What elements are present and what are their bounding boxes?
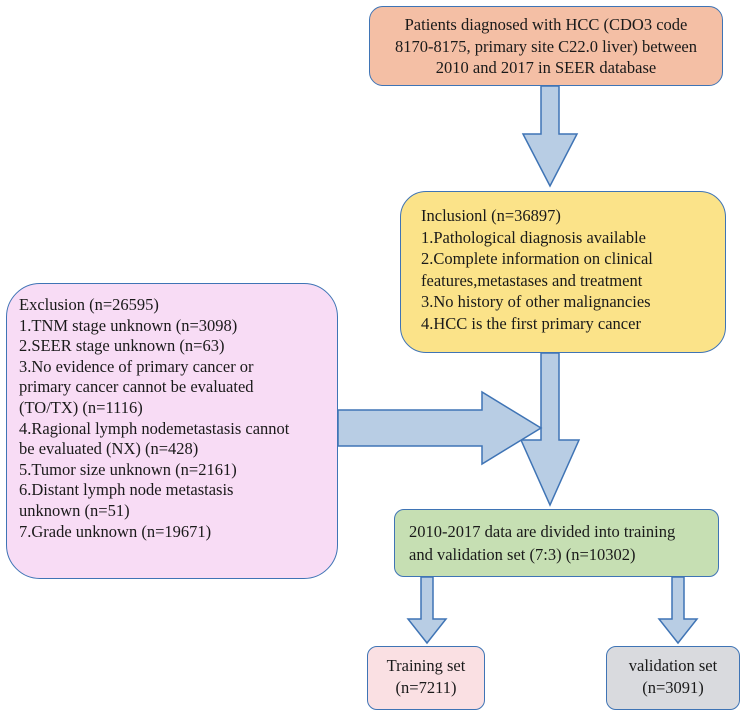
validation-count: (n=3091) [642,678,704,697]
source-line: 2010 and 2017 in SEER database [435,58,657,77]
training-label: Training set [386,656,466,675]
validation-set-box: validation set (n=3091) [606,646,740,710]
arrow-split-to-validation [657,576,699,645]
exclusion-item: (TO/TX) (n=1116) [19,397,143,417]
exclusion-item: primary cancer cannot be evaluated [19,377,254,397]
source-population-box: Patients diagnosed with HCC (CDO3 code 8… [369,6,723,86]
exclusion-item: 4.Ragional lymph nodemetastasis cannot [19,418,290,438]
arrow-inclusion-to-split [519,352,581,507]
exclusion-item: 1.TNM stage unknown (n=3098) [19,315,238,335]
inclusion-item: features,metastases and treatment [421,270,643,290]
arrow-split-to-training [406,576,448,645]
exclusion-item: 3.No evidence of primary cancer or [19,356,254,376]
split-line: 2010-2017 data are divided into training [409,522,676,541]
inclusion-item: 4.HCC is the first primary cancer [421,313,641,333]
split-line: and validation set (7:3) (n=10302) [409,545,636,564]
exclusion-item: 5.Tumor size unknown (n=2161) [19,459,237,479]
exclusion-item: 7.Grade unknown (n=19671) [19,521,212,541]
validation-label: validation set [628,656,718,675]
source-line: Patients diagnosed with HCC (CDO3 code [404,15,688,34]
data-split-box: 2010-2017 data are divided into training… [394,509,719,577]
exclusion-item: 2.SEER stage unknown (n=63) [19,336,225,356]
training-count: (n=7211) [395,678,457,697]
arrow-source-to-inclusion [521,85,579,188]
exclusion-criteria-box: Exclusion (n=26595) 1.TNM stage unknown … [6,283,338,579]
exclusion-title: Exclusion (n=26595) [19,295,159,314]
exclusion-item: unknown (n=51) [19,500,130,520]
inclusion-item: 1.Pathological diagnosis available [421,227,646,247]
inclusion-item: 2.Complete information on clinical [421,249,653,268]
inclusion-title: Inclusionl (n=36897) [421,206,561,225]
exclusion-item: be evaluated (NX) (n=428) [19,439,199,459]
inclusion-criteria-box: Inclusionl (n=36897) 1.Pathological diag… [400,191,726,353]
exclusion-item: 6.Distant lymph node metastasis [19,480,234,500]
inclusion-item: 3.No history of other malignancies [421,292,651,311]
training-set-box: Training set (n=7211) [367,646,485,710]
source-line: 8170-8175, primary site C22.0 liver) bet… [395,36,697,56]
arrow-exclusion-to-flow [337,390,543,466]
